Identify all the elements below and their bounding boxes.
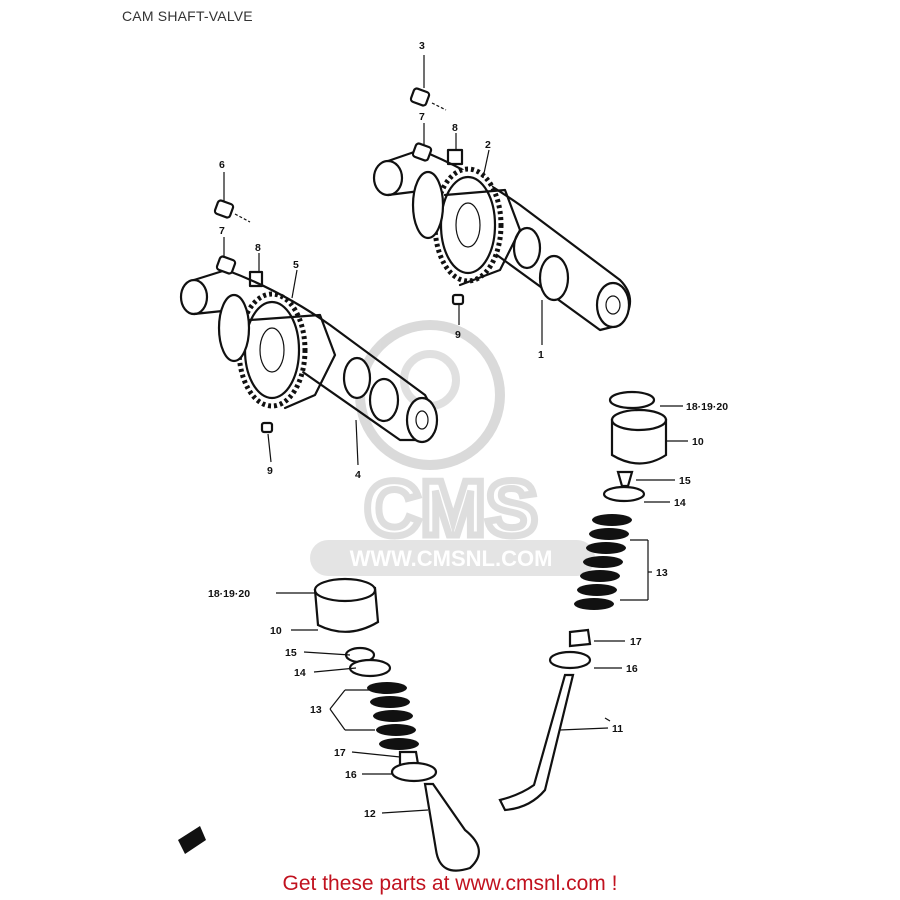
page-title: CAM SHAFT-VALVE: [122, 8, 253, 24]
callout-6: 6: [219, 159, 225, 171]
camshaft-upper: [372, 148, 632, 332]
watermark-logo-text: CMS: [364, 464, 537, 552]
valve-assembly-left: [313, 577, 480, 872]
callout-3: 3: [419, 40, 425, 52]
callout-18-19-20: 18·19·20: [686, 401, 728, 413]
callout-18-19-20: 18·19·20: [208, 588, 250, 600]
callout-7: 7: [419, 111, 425, 123]
callout-7: 7: [219, 225, 225, 237]
callout-8: 8: [255, 242, 261, 254]
leader-lines: [223, 55, 688, 814]
watermark-url-banner: [310, 540, 595, 576]
watermark: CMS WWW.CMSNL.COM: [310, 320, 595, 576]
callout-8: 8: [452, 122, 458, 134]
footer-link-text[interactable]: Get these parts at www.cmsnl.com !: [282, 872, 618, 895]
callout-9: 9: [267, 465, 273, 477]
callout-11: 11: [612, 723, 623, 735]
callout-15: 15: [679, 475, 691, 487]
watermark-url-text: WWW.CMSNL.COM: [350, 546, 553, 571]
valve-assembly-right: [498, 390, 668, 812]
direction-tag-icon: [178, 826, 206, 854]
callout-17: 17: [334, 747, 346, 759]
callout-16: 16: [345, 769, 357, 781]
callout-12: 12: [364, 808, 376, 820]
bolts: [213, 87, 465, 434]
camshaft-lower: [179, 268, 439, 444]
callout-10: 10: [692, 436, 704, 448]
callout-1: 1: [538, 349, 544, 361]
callout-4: 4: [355, 469, 361, 481]
callout-16: 16: [626, 663, 638, 675]
callout-2: 2: [485, 139, 491, 151]
callout-labels: 3 7 8 2 1 9 6 7 8 5 4 9 18·19·20 10 15 1…: [208, 40, 728, 820]
callout-15: 15: [285, 647, 297, 659]
callout-10: 10: [270, 625, 282, 637]
callout-13: 13: [656, 567, 668, 579]
callout-14: 14: [674, 497, 686, 509]
callout-13: 13: [310, 704, 322, 716]
callout-5: 5: [293, 259, 299, 271]
callout-9: 9: [455, 329, 461, 341]
callout-17: 17: [630, 636, 642, 648]
callout-14: 14: [294, 667, 306, 679]
